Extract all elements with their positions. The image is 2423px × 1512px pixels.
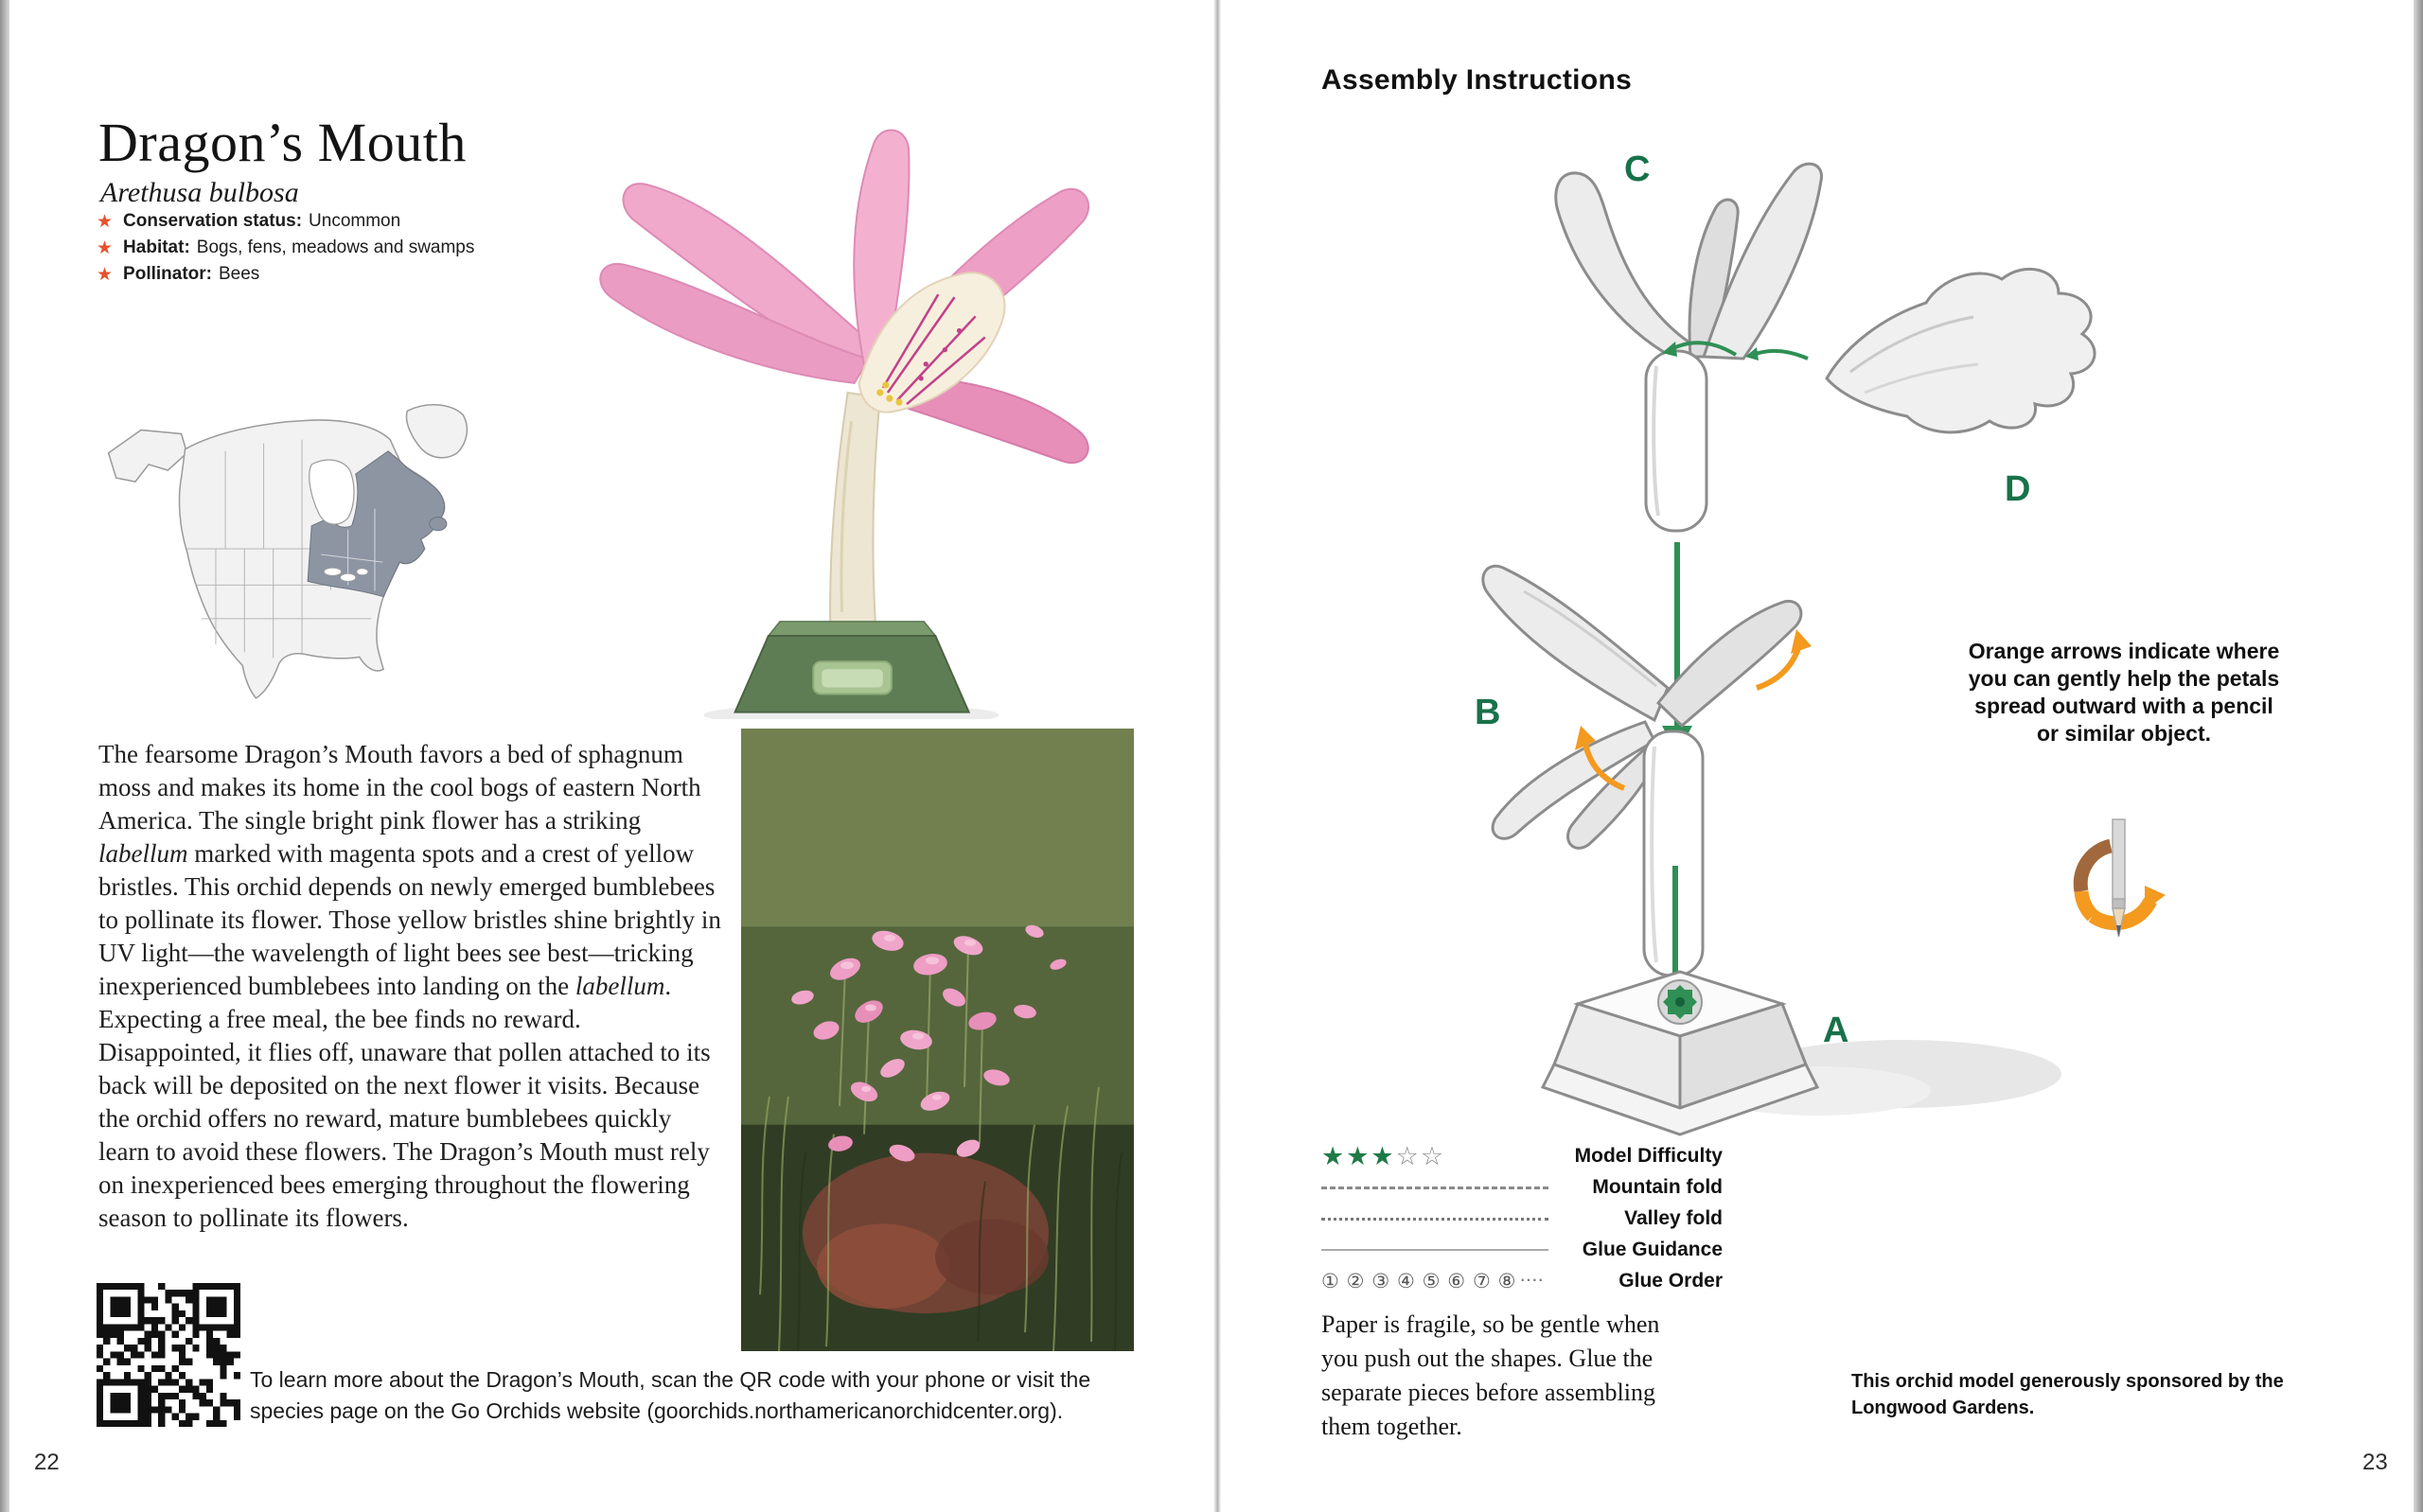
assembly-diagram <box>1372 114 2224 1164</box>
fact-habitat: ★ Habitat: Bogs, fens, meadows and swamp… <box>97 237 475 258</box>
page-title: Dragon’s Mouth <box>98 111 467 173</box>
legend-label: Glue Guidance <box>1582 1239 1723 1260</box>
valley-fold-line <box>1321 1217 1548 1221</box>
fact-label: Pollinator: <box>123 264 212 284</box>
part-label-c: C <box>1624 149 1651 189</box>
legend-glue-guidance: Glue Guidance <box>1321 1239 1723 1261</box>
body-italic: labellum <box>575 972 665 1000</box>
species-name: Arethusa bulbosa <box>100 176 299 208</box>
page-left: Dragon’s Mouth Arethusa bulbosa ★ Conser… <box>34 76 1136 1475</box>
body-italic: labellum <box>98 839 188 868</box>
legend-mountain-fold: Mountain fold <box>1321 1176 1723 1199</box>
legend-label: Mountain fold <box>1592 1176 1723 1198</box>
habitat-photo <box>741 729 1134 1351</box>
qr-caption: To learn more about the Dragon’s Mouth, … <box>250 1367 1091 1423</box>
pencil-icon <box>2050 804 2202 956</box>
mountain-fold-line <box>1321 1186 1548 1189</box>
glue-order-numbers: ① ② ③ ④ ⑤ ⑥ ⑦ ⑧ <box>1321 1270 1517 1292</box>
star-icon: ★ <box>97 212 114 232</box>
fact-conservation: ★ Conservation status: Uncommon <box>97 211 474 232</box>
part-label-b: B <box>1475 693 1501 732</box>
glue-order-trail: ···· <box>1520 1273 1545 1289</box>
legend-valley-fold: Valley fold <box>1321 1207 1723 1230</box>
body-part: . Expecting a free meal, the bee finds n… <box>98 972 711 1232</box>
legend-label: Model Difficulty <box>1574 1145 1723 1167</box>
legend-label: Glue Order <box>1618 1270 1723 1292</box>
fact-label: Habitat: <box>123 237 190 257</box>
page-edge-left <box>0 0 9 1512</box>
legend: ★★★ ☆☆ Model Difficulty Mountain fold Va… <box>1321 1142 1723 1301</box>
spine-gutter <box>1213 0 1221 1512</box>
fact-label: Conservation status: <box>123 211 303 231</box>
fragile-note: Paper is fragile, so be gentle when you … <box>1321 1310 1660 1440</box>
page-right: Assembly Instructions <box>1212 0 2423 1512</box>
assembly-heading: Assembly Instructions <box>1321 64 1633 96</box>
page-edge-right <box>2414 0 2423 1512</box>
difficulty-stars-empty: ☆☆ <box>1395 1142 1446 1170</box>
legend-label: Valley fold <box>1624 1207 1723 1229</box>
facts-list: ★ Conservation status: Uncommon ★ Habita… <box>97 212 474 291</box>
fact-value: Bogs, fens, meadows and swamps <box>196 237 475 257</box>
legend-glue-order: ① ② ③ ④ ⑤ ⑥ ⑦ ⑧ ···· Glue Order <box>1321 1270 1723 1292</box>
legend-difficulty: ★★★ ☆☆ Model Difficulty <box>1321 1142 1723 1170</box>
orchid-model-photo <box>544 76 1136 727</box>
fact-value: Bees <box>219 264 260 284</box>
qr-code <box>97 1283 240 1427</box>
body-text: The fearsome Dragon’s Mouth favors a bed… <box>98 738 725 1235</box>
page-number-right: 23 <box>2362 1450 2388 1475</box>
sponsor-note: This orchid model generously sponsored b… <box>1851 1371 2284 1418</box>
star-icon: ★ <box>97 238 114 258</box>
page-number-left: 22 <box>34 1450 60 1475</box>
glue-guidance-line <box>1321 1249 1548 1251</box>
part-label-d: D <box>2005 469 2031 509</box>
difficulty-stars-filled: ★★★ <box>1321 1142 1396 1170</box>
fact-pollinator: ★ Pollinator: Bees <box>97 264 474 285</box>
range-map <box>91 394 504 710</box>
body-part: The fearsome Dragon’s Mouth favors a bed… <box>98 740 701 835</box>
part-label-a: A <box>1823 1011 1849 1050</box>
orange-arrows-note: Orange arrows indicate where you can gen… <box>1968 639 2280 746</box>
body-part: marked with magenta spots and a crest of… <box>98 839 721 1000</box>
star-icon: ★ <box>97 265 114 285</box>
fact-value: Uncommon <box>309 211 401 231</box>
